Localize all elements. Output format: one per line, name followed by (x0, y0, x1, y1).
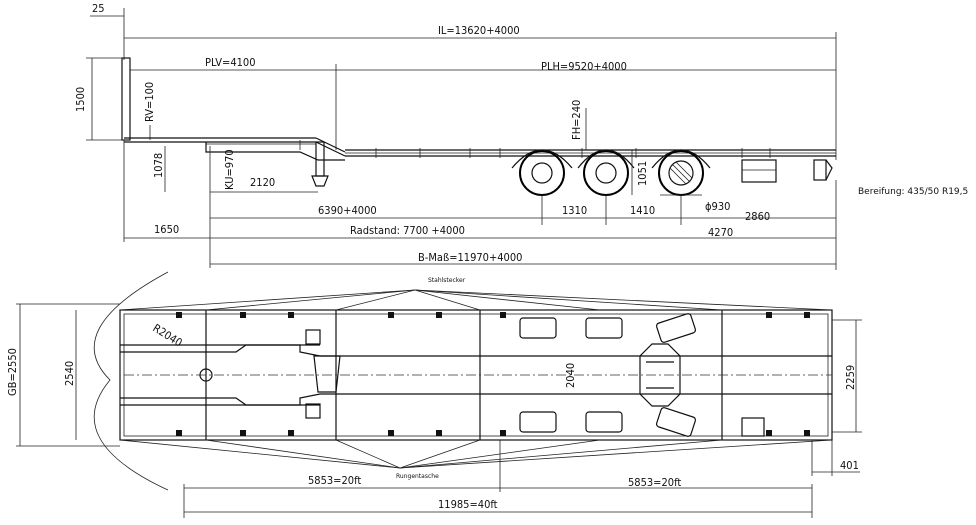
fh-label: FH=240 (570, 100, 583, 140)
h-1500-label: 1500 (74, 87, 87, 112)
h-1078-label: 1078 (152, 153, 165, 178)
axle-2-wheel (577, 149, 635, 196)
d-2860-label: 2860 (745, 210, 770, 223)
side-view: 25 IL=13620+4000 PLV=4100 PLH=9520+4000 … (74, 2, 968, 270)
tires-label: Bereifung: 435/50 R19,5 (858, 187, 968, 197)
w-2040-label: 2040 (564, 363, 577, 388)
d-1650-label: 1650 (154, 223, 179, 236)
axle-3-wheel (651, 149, 711, 196)
radstand-label: Radstand: 7700 +4000 (350, 224, 465, 237)
top-view: Stahlstecker Rungentasche GB=2550 2540 R… (6, 271, 862, 518)
w-2259-label: 2259 (844, 365, 857, 390)
ku-label: KU=970 (223, 149, 236, 190)
container-right-label: 5853=20ft (628, 476, 681, 489)
d-1310-label: 1310 (562, 204, 587, 217)
d-1410-label: 1410 (630, 204, 655, 217)
plh-label: PLH=9520+4000 (541, 60, 627, 73)
container-total-label: 11985=40ft (438, 498, 498, 511)
gb-label: GB=2550 (6, 348, 19, 396)
rv-label: RV=100 (143, 82, 156, 122)
d-401-label: 401 (840, 459, 859, 472)
plv-label: PLV=4100 (205, 56, 256, 69)
wheel-dia-label: ϕ930 (705, 200, 730, 213)
axle-1-wheel (511, 149, 573, 196)
d-4270-label: 4270 (708, 226, 733, 239)
stake-pockets-bottom-label: Rungentasche (396, 473, 439, 480)
w-2540-label: 2540 (63, 361, 76, 386)
d-6390-label: 6390+4000 (318, 204, 377, 217)
b-mass-label: B-Maß=11970+4000 (418, 251, 522, 264)
container-left-label: 5853=20ft (308, 474, 361, 487)
h-1051-label: 1051 (636, 161, 649, 186)
d-2120-label: 2120 (250, 176, 275, 189)
dim-25-label: 25 (92, 2, 105, 15)
il-label: IL=13620+4000 (438, 24, 520, 37)
stake-pockets-top-label: Stahlstecker (428, 277, 466, 284)
